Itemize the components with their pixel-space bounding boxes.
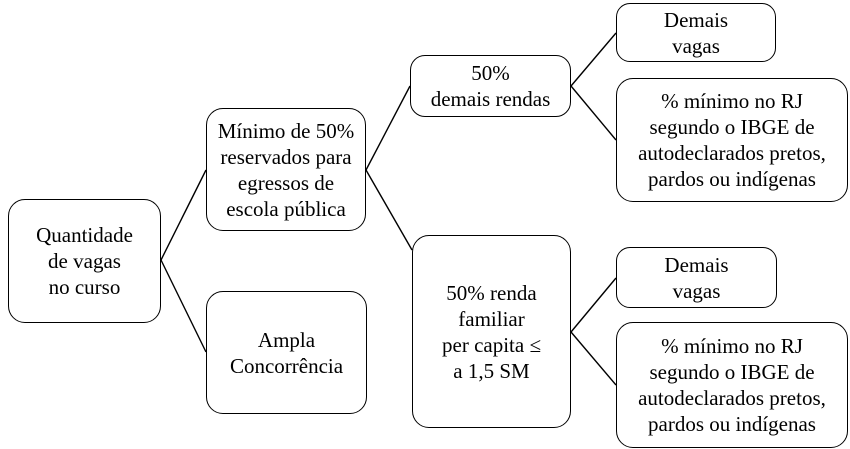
node-demais-vagas-bottom-label: Demais vagas <box>664 252 729 303</box>
edge-escola-to-renda-familiar <box>365 169 413 251</box>
edge-escola-to-rendas <box>365 85 411 171</box>
node-demais-vagas-bottom: Demais vagas <box>616 247 777 308</box>
node-minimo-escola-publica-label: Mínimo de 50% reservados para egressos d… <box>217 118 355 221</box>
edge-root-to-escola <box>160 169 207 261</box>
edge-renda-familiar-to-demais-bottom <box>570 277 617 333</box>
node-quantidade-vagas: Quantidade de vagas no curso <box>8 199 161 323</box>
node-demais-vagas-top-label: Demais vagas <box>663 7 729 58</box>
node-minimo-rj-bottom-label: % mínimo no RJ segundo o IBGE de autodec… <box>638 334 826 436</box>
node-ampla-concorrencia-label: Ampla Concorrência <box>229 327 344 378</box>
node-demais-vagas-top: Demais vagas <box>616 3 776 62</box>
node-minimo-escola-publica: Mínimo de 50% reservados para egressos d… <box>206 108 366 231</box>
edge-renda-familiar-to-rj-bottom <box>570 331 617 386</box>
node-50-demais-rendas: 50% demais rendas <box>410 55 571 117</box>
edge-rendas-to-demais-top <box>570 32 617 87</box>
node-50-demais-rendas-label: 50% demais rendas <box>430 61 551 111</box>
node-quantidade-vagas-label: Quantidade de vagas no curso <box>36 223 133 299</box>
node-minimo-rj-bottom: % mínimo no RJ segundo o IBGE de autodec… <box>616 322 848 448</box>
node-minimo-rj-top-label: % mínimo no RJ segundo o IBGE de autodec… <box>638 89 826 191</box>
node-minimo-rj-top: % mínimo no RJ segundo o IBGE de autodec… <box>616 78 848 202</box>
node-50-renda-familiar: 50% renda familiar per capita ≤ a 1,5 SM <box>412 235 571 428</box>
node-50-renda-familiar-label: 50% renda familiar per capita ≤ a 1,5 SM <box>442 280 541 383</box>
node-ampla-concorrencia: Ampla Concorrência <box>206 291 367 414</box>
edge-rendas-to-rj-top <box>570 85 617 141</box>
edge-root-to-ampla <box>160 259 207 353</box>
